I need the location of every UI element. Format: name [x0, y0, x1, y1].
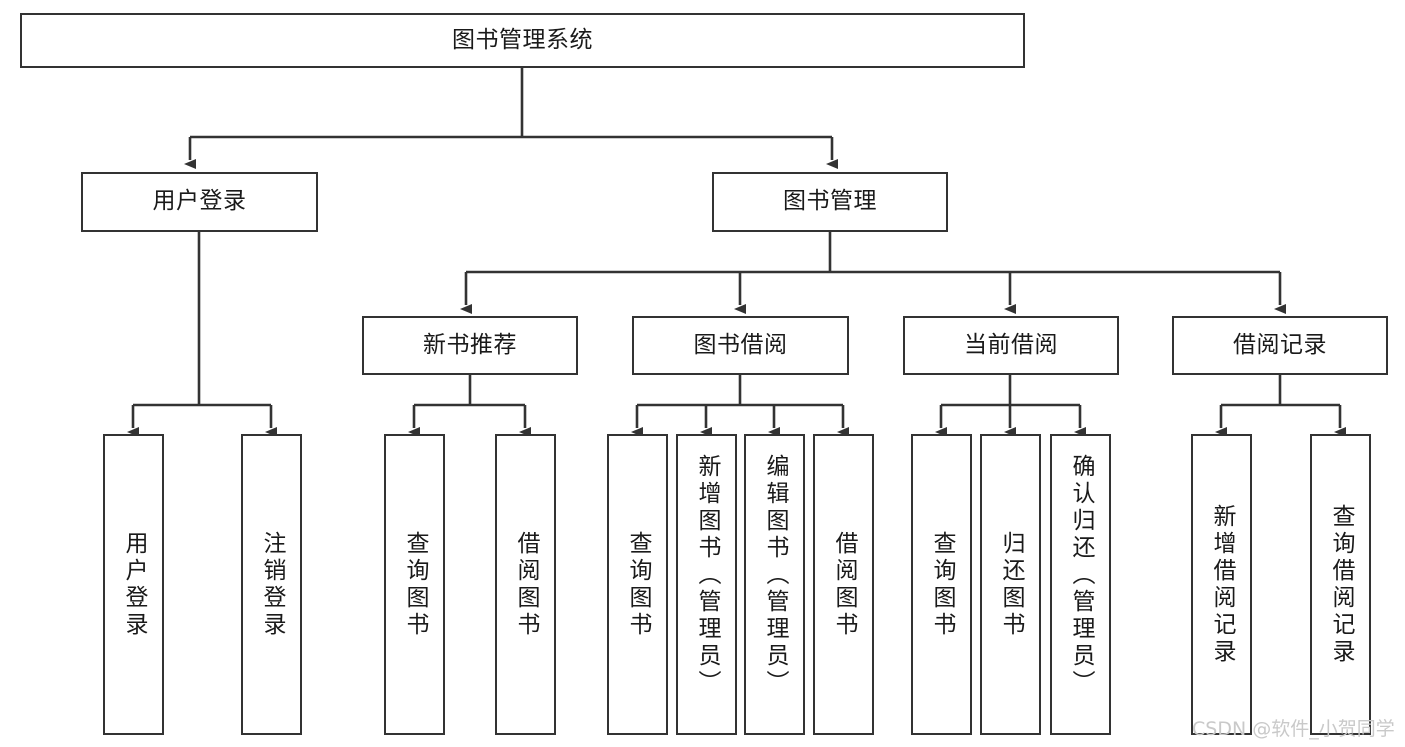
node-label: 查询图书: [929, 530, 955, 639]
leaf-return-book[interactable]: 归还图书: [980, 434, 1041, 735]
leaf-borrow-book[interactable]: 借阅图书: [813, 434, 874, 735]
leaf-query-borrow-record[interactable]: 查询借阅记录: [1310, 434, 1371, 735]
leaf-query-book-current[interactable]: 查询图书: [911, 434, 972, 735]
node-label: 新书推荐: [423, 331, 517, 358]
leaf-edit-book-admin[interactable]: 编辑图书（管理员）: [744, 434, 805, 735]
node-label: 借阅记录: [1233, 331, 1327, 358]
node-new-book-recommend[interactable]: 新书推荐: [362, 316, 578, 375]
node-root-system[interactable]: 图书管理系统: [20, 13, 1025, 68]
node-label: 查询图书: [625, 530, 651, 639]
leaf-query-book-new[interactable]: 查询图书: [384, 434, 445, 735]
leaf-borrow-book-new[interactable]: 借阅图书: [495, 434, 556, 735]
leaf-query-book-borrow[interactable]: 查询图书: [607, 434, 668, 735]
leaf-add-book-admin[interactable]: 新增图书（管理员）: [676, 434, 737, 735]
node-label: 用户登录: [152, 188, 247, 215]
node-label: 确认归还（管理员）: [1068, 454, 1094, 697]
node-label: 借阅图书: [831, 530, 857, 639]
csdn-watermark: CSDN @软件_小贺同学: [1192, 718, 1395, 740]
node-book-borrow[interactable]: 图书借阅: [632, 316, 849, 375]
node-label: 查询借阅记录: [1328, 503, 1354, 666]
node-current-borrow[interactable]: 当前借阅: [903, 316, 1119, 375]
node-label: 借阅图书: [513, 530, 539, 639]
node-label: 注销登录: [259, 530, 285, 639]
node-label: 编辑图书（管理员）: [762, 454, 788, 697]
leaf-logout[interactable]: 注销登录: [241, 434, 302, 735]
node-label: 图书借阅: [693, 331, 788, 358]
node-book-management[interactable]: 图书管理: [712, 172, 948, 232]
node-label: 图书管理系统: [452, 26, 593, 53]
node-label: 查询图书: [402, 530, 428, 639]
node-label: 当前借阅: [964, 331, 1058, 358]
node-label: 归还图书: [998, 530, 1024, 639]
node-borrow-record[interactable]: 借阅记录: [1172, 316, 1388, 375]
leaf-confirm-return-admin[interactable]: 确认归还（管理员）: [1050, 434, 1111, 735]
node-user-login[interactable]: 用户登录: [81, 172, 318, 232]
node-label: 用户登录: [121, 530, 147, 639]
leaf-add-borrow-record[interactable]: 新增借阅记录: [1191, 434, 1252, 735]
node-label: 新增图书（管理员）: [694, 454, 720, 697]
node-label: 新增借阅记录: [1209, 503, 1235, 666]
leaf-user-login[interactable]: 用户登录: [103, 434, 164, 735]
node-label: 图书管理: [783, 188, 877, 215]
